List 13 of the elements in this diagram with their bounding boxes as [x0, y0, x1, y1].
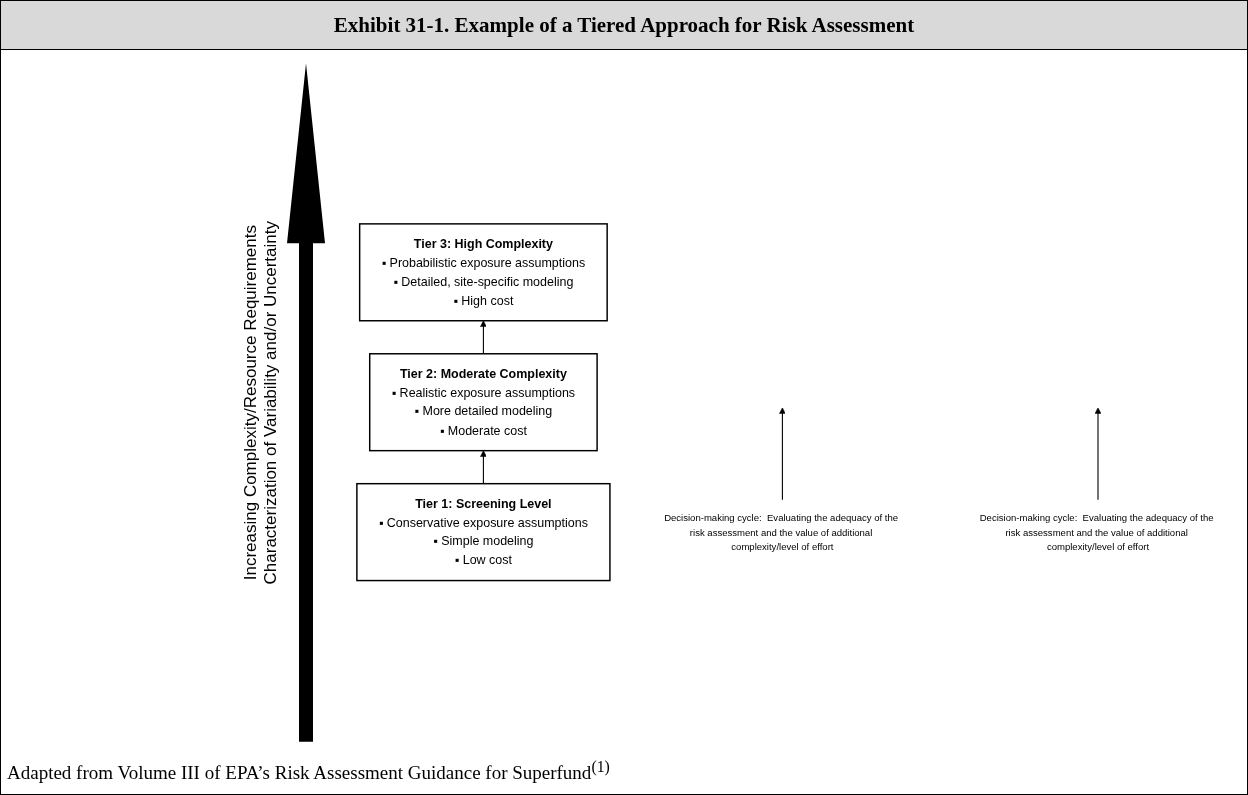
node-box: Tier 1: Screening Level ▪ Conservative exposure assumptions ▪ Simple modeling ▪ Low cost	[356, 483, 611, 582]
arrow-label: Increasing Complexity/Resource Requirements	[241, 224, 261, 581]
arrow	[480, 320, 487, 355]
arrow	[779, 407, 786, 501]
node-box: Tier 2: Moderate Complexity ▪ Realistic exposure assumptions ▪ More detailed modeling ▪ Moderate cost	[368, 353, 598, 452]
title-text: Exhibit 31-1. Example of a Tiered Approach for Risk Assessment	[333, 12, 915, 38]
node-box: Tier 3: High Complexity ▪ Probabilistic exposure assumptions ▪ Detailed, site-specific modeling ▪ High cost	[358, 223, 608, 322]
node-text: Decision-making cycle: Evaluating the adequacy of the risk assessment and the value of additional complexity/level of effort	[664, 512, 899, 553]
caption-text: Adapted from Volume III of EPA’s Risk Assessment Guidance for Superfund$^{(1)}$	[7, 757, 610, 784]
arrow-label: Characterization of Variability and/or Uncertainty	[261, 220, 281, 585]
node-text: Decision-making cycle: Evaluating the adequacy of the risk assessment and the value of additional complexity/level of effort	[979, 512, 1214, 553]
arrow	[480, 450, 487, 485]
arrow	[1094, 407, 1102, 501]
